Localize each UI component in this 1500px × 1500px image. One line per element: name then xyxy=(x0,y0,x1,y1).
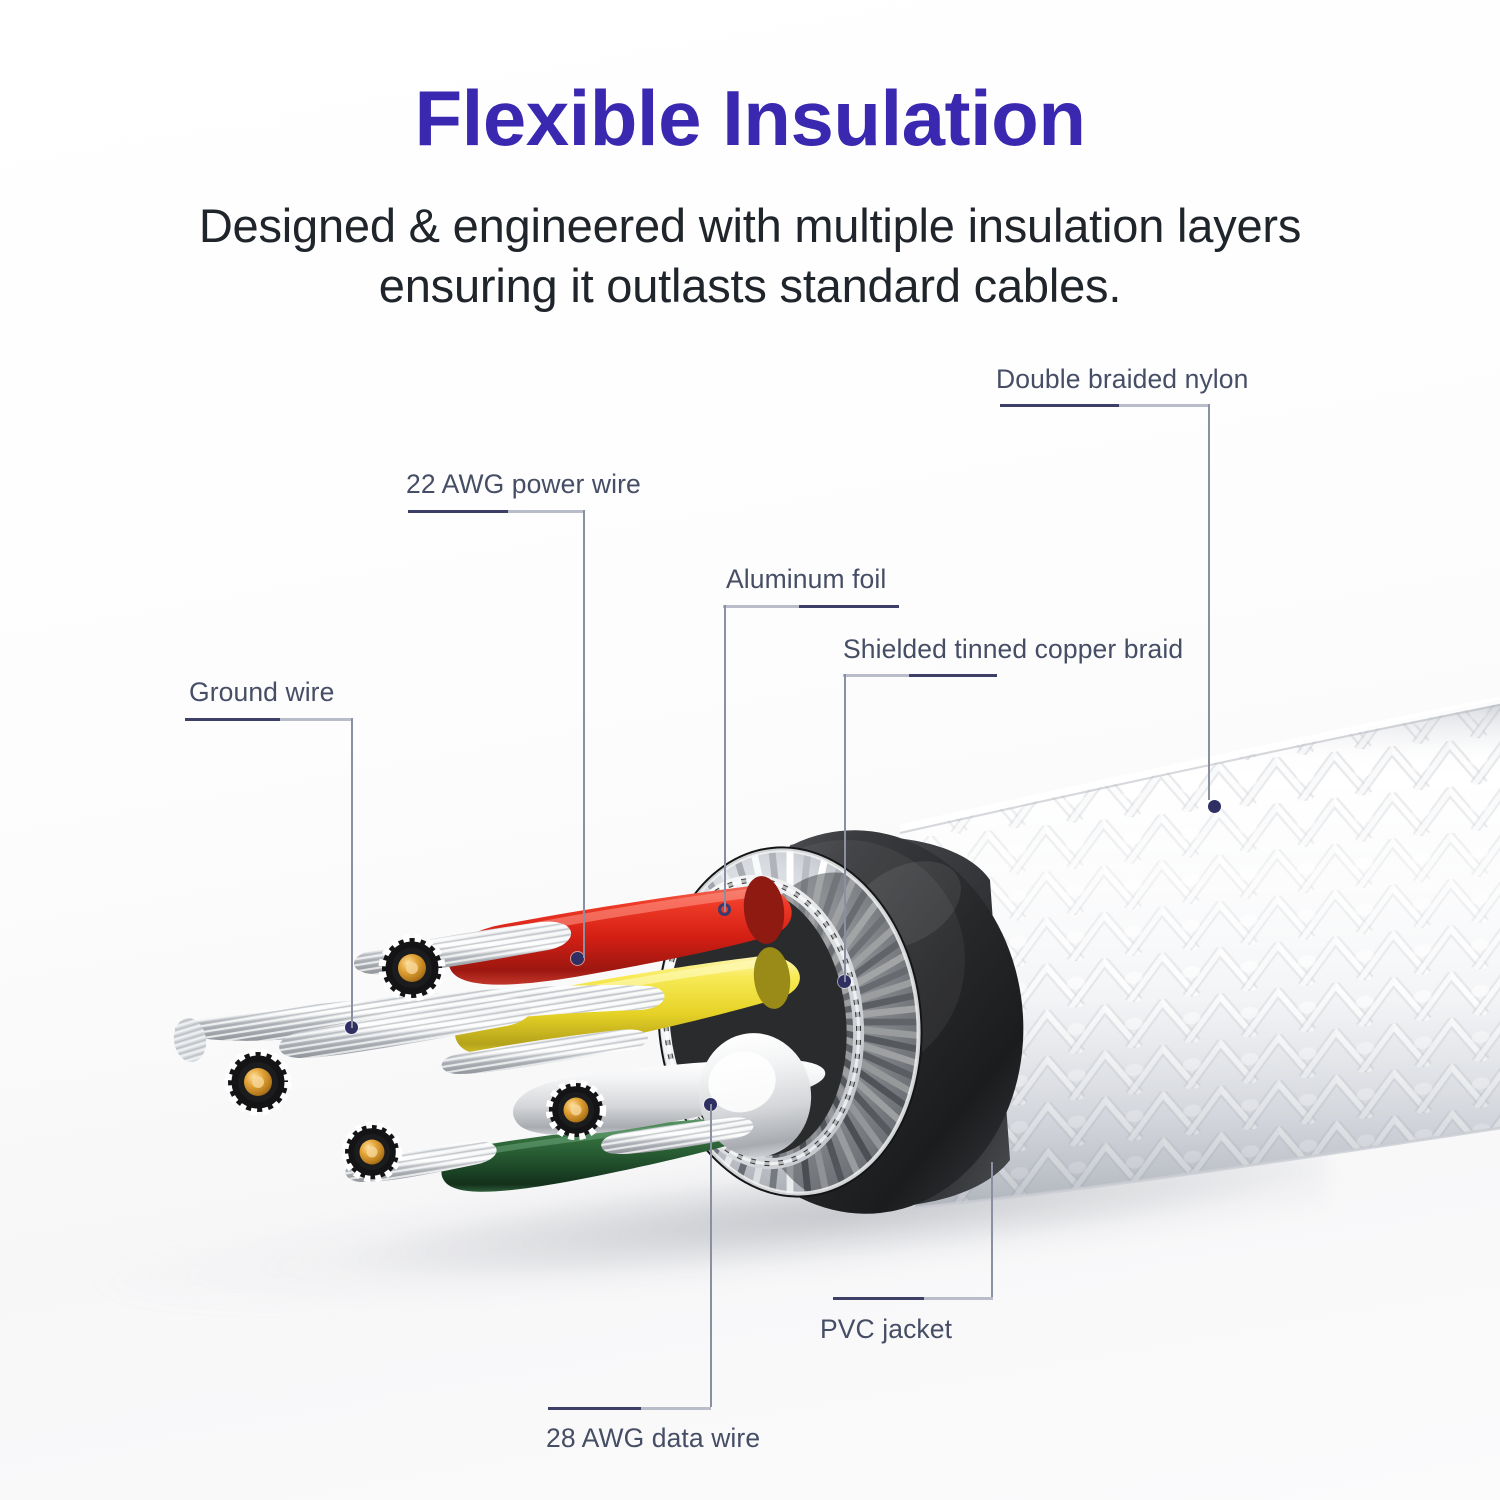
callout-label-ground-wire: Ground wire xyxy=(189,677,335,707)
callout-rule-ground-wire xyxy=(185,718,352,721)
callout-rule-shielded-tinned-copper-braid xyxy=(843,674,997,677)
callout-rule-data-wire-28awg xyxy=(548,1407,711,1410)
callout-label-shielded-tinned-copper-braid: Shielded tinned copper braid xyxy=(843,634,1184,664)
power-wire-red xyxy=(448,876,792,985)
power-wire-yellow xyxy=(454,947,800,1057)
cable-drop-shadow xyxy=(25,1099,1335,1371)
callout-leader-shielded-tinned-copper-braid xyxy=(844,674,846,982)
callout-rule-double-braided-nylon xyxy=(1000,404,1208,407)
callout-leader-data-wire-28awg xyxy=(710,1104,712,1407)
data-wire-white xyxy=(513,1033,826,1157)
callout-marker-double-braided-nylon xyxy=(1208,800,1221,813)
page-subtitle: Designed & engineered with multiple insu… xyxy=(198,199,1302,312)
page-title: Flexible Insulation xyxy=(414,74,1086,162)
callout-leader-ground-wire xyxy=(351,718,353,1028)
callout-rule-pvc-jacket xyxy=(833,1297,993,1300)
ground-wire-silver xyxy=(174,985,665,1041)
callout-rule-power-wire-22awg xyxy=(408,510,584,513)
callout-label-pvc-jacket: PVC jacket xyxy=(820,1314,953,1344)
callout-leader-pvc-jacket xyxy=(991,1162,993,1297)
callout-label-double-braided-nylon: Double braided nylon xyxy=(996,364,1249,394)
callout-label-data-wire-28awg: 28 AWG data wire xyxy=(546,1423,761,1453)
callout-leader-aluminum-foil xyxy=(724,605,726,912)
callout-label-aluminum-foil: Aluminum foil xyxy=(726,564,887,594)
conductor-end-faces xyxy=(173,934,607,1183)
callout-label-power-wire-22awg: 22 AWG power wire xyxy=(406,469,641,499)
core-bore xyxy=(669,888,847,1156)
aluminum-foil-layer xyxy=(659,874,865,1170)
callout-leader-power-wire-22awg xyxy=(583,510,585,958)
callout-leader-double-braided-nylon xyxy=(1208,404,1210,800)
callout-marker-power-wire-22awg xyxy=(571,952,584,965)
callout-rule-aluminum-foil xyxy=(723,605,899,608)
